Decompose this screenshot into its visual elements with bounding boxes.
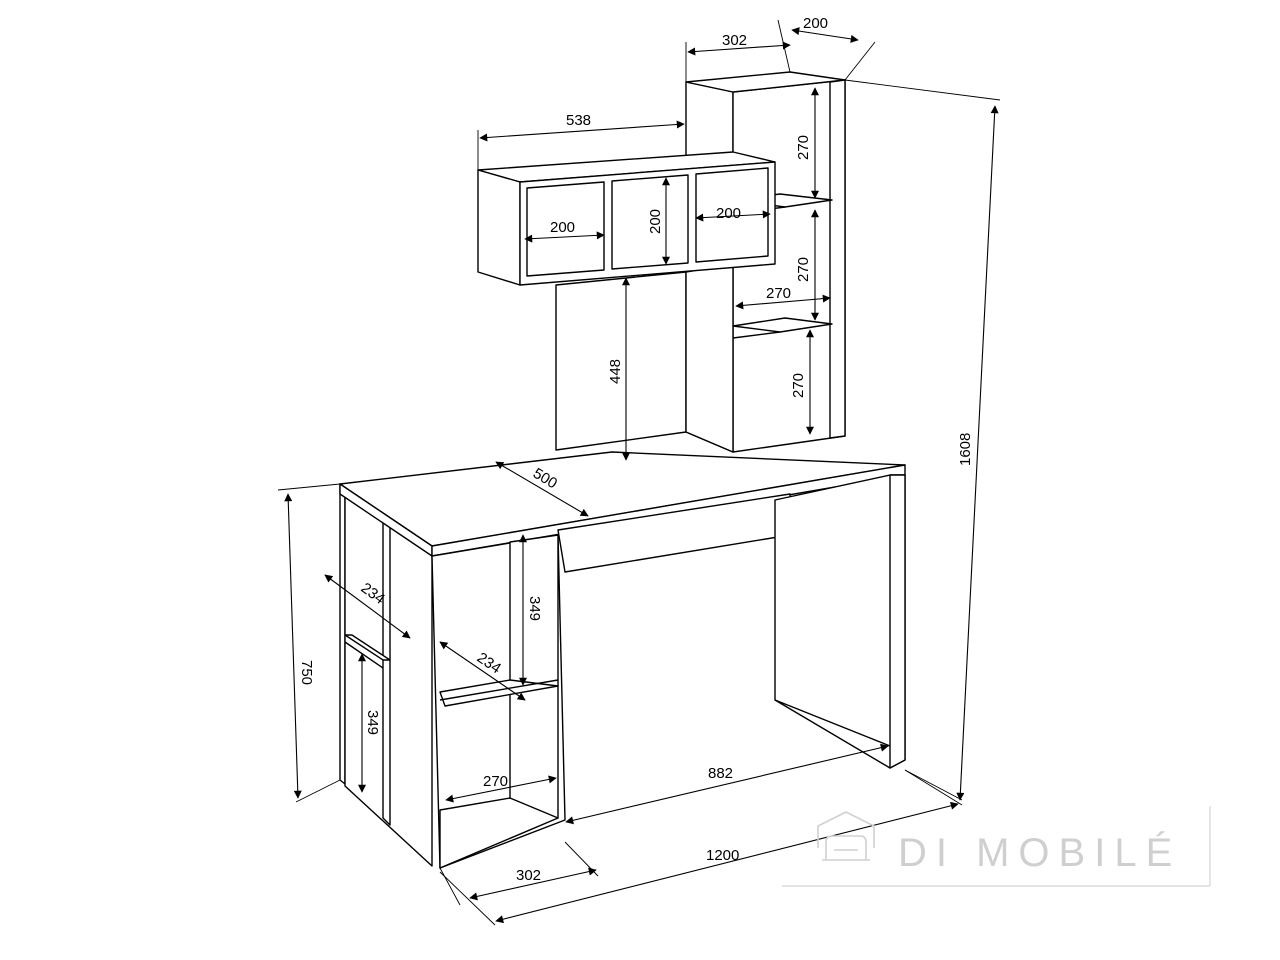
label-cube-width-right: 200 bbox=[716, 205, 741, 222]
desk bbox=[339, 451, 906, 869]
dim-line-total-height bbox=[956, 105, 999, 801]
desk-left-side-panel bbox=[339, 483, 346, 785]
label-upper-shelf-width: 538 bbox=[566, 112, 591, 129]
dim-line-tower-shelf-width bbox=[735, 294, 831, 310]
dim-line-total-width bbox=[495, 801, 959, 924]
label-tower-shelf-width: 270 bbox=[766, 285, 791, 302]
dim-line-side-shelf-depth-lower bbox=[439, 641, 526, 701]
label-top-shelf-depth: 200 bbox=[803, 15, 828, 32]
label-side-compartment-lower: 349 bbox=[364, 710, 381, 735]
desk-right-leg-bottom bbox=[774, 699, 891, 747]
dim-line-cube-width-left bbox=[524, 231, 605, 243]
side-shelf-divider bbox=[382, 519, 391, 826]
center-upright bbox=[685, 263, 734, 453]
hutch bbox=[477, 71, 846, 453]
label-tower-compartment-2: 270 bbox=[795, 257, 812, 282]
desk-right-leg bbox=[774, 474, 906, 769]
dim-line-upper-shelf-width bbox=[479, 120, 685, 142]
dimension-lines bbox=[277, 19, 1001, 926]
dim-line-top-depth bbox=[791, 27, 859, 43]
tower-right-side bbox=[829, 79, 846, 439]
cube-1-opening bbox=[526, 181, 605, 277]
tower-shelf-2 bbox=[732, 317, 833, 333]
label-tower-compartment-1: 270 bbox=[795, 135, 812, 160]
label-cube-height: 200 bbox=[647, 209, 664, 234]
dim-line-desk-height bbox=[284, 493, 302, 799]
label-knee-space-width: 882 bbox=[708, 765, 733, 782]
label-total-width: 1200 bbox=[706, 847, 739, 864]
label-tower-compartment-3: 270 bbox=[790, 373, 807, 398]
label-side-compartment-upper: 349 bbox=[526, 596, 543, 621]
dim-line-top-width bbox=[687, 41, 791, 56]
dim-line-pedestal-inner-width bbox=[445, 775, 557, 803]
desk-right-leg-front bbox=[889, 474, 906, 769]
label-pedestal-inner-width: 270 bbox=[483, 773, 508, 790]
label-top-shelf-width: 302 bbox=[722, 32, 747, 49]
label-hutch-clearance: 448 bbox=[607, 359, 624, 384]
label-pedestal-width: 302 bbox=[516, 867, 541, 884]
watermark-brand: DI MOBILÉ bbox=[898, 830, 1181, 875]
tower-shelf-2-front bbox=[732, 331, 781, 339]
dim-line-desk-depth bbox=[495, 461, 589, 517]
watermark: DI MOBILÉ bbox=[782, 806, 1211, 887]
label-total-height: 1608 bbox=[957, 433, 974, 466]
dim-line-knee-space-width bbox=[565, 743, 889, 825]
label-cube-width-left: 200 bbox=[550, 219, 575, 236]
sofa-house-icon bbox=[817, 811, 875, 861]
label-desk-height: 750 bbox=[298, 660, 315, 685]
dim-line-side-shelf-depth-upper bbox=[324, 574, 411, 639]
dim-line-cube-width-right bbox=[695, 210, 771, 222]
cube-shelf-left-end bbox=[477, 169, 521, 286]
